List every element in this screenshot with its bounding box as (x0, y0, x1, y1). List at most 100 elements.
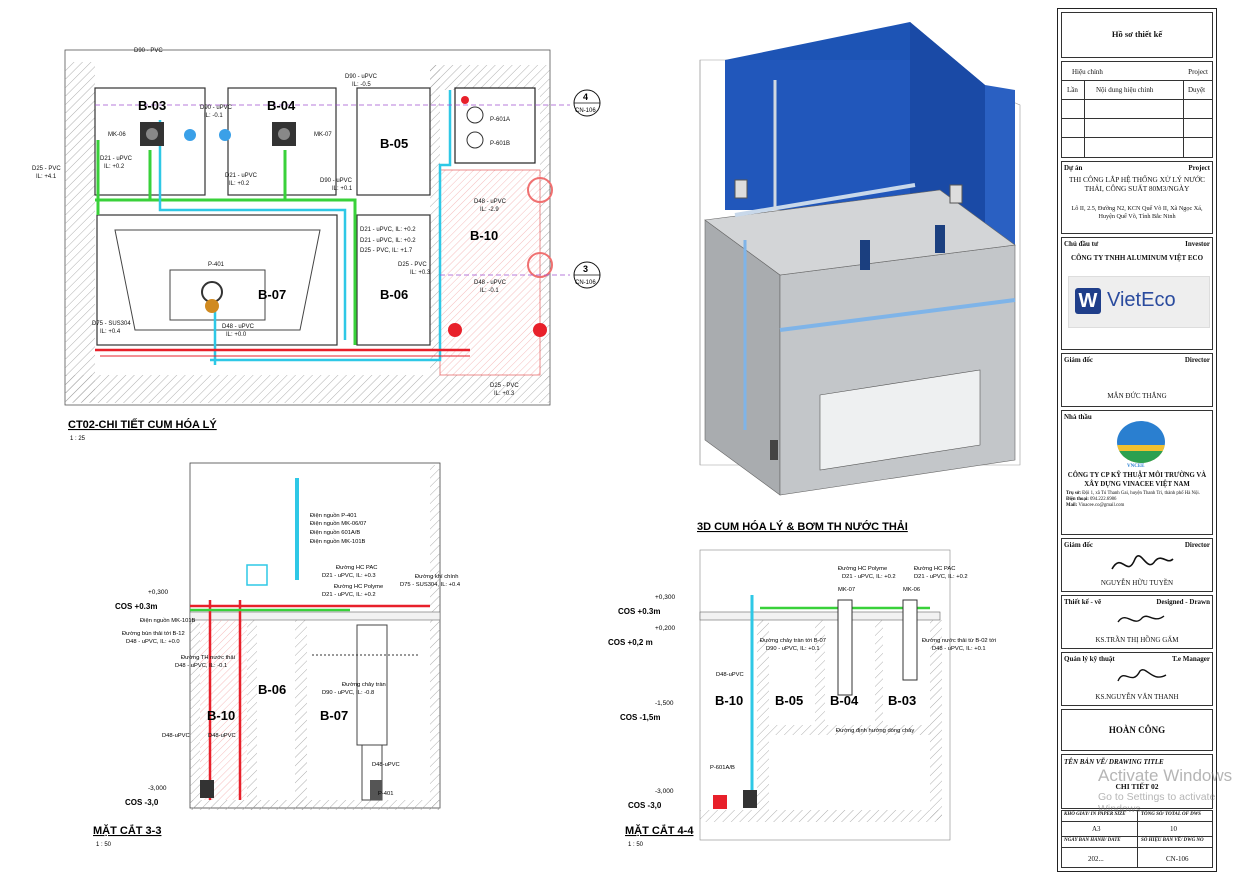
plan-pipe-label: D48 - uPVC (474, 280, 507, 286)
tb-project-name: THI CÔNG LẮP HỆ THỐNG XỬ LÝ NƯỚC THẢI, C… (1069, 175, 1205, 193)
tb-revision-label: Hiệu chỉnh (1072, 68, 1103, 76)
plan-pipe-label: P-601B (490, 141, 510, 147)
sec44-label: D21 - uPVC, IL: +0.2 (914, 574, 968, 580)
tb-date-label: NGÀY BAN HÀNH/ DATE (1064, 838, 1121, 843)
tb-rev-no: Lần (1067, 86, 1078, 94)
tb-owner-name: CÔNG TY TNHH ALUMINUM VIỆT ECO (1070, 254, 1204, 262)
sec44-tank: B-04 (830, 693, 859, 708)
sec33-title: MẶT CẮT 3-3 (93, 824, 161, 837)
tb-design: Thiết kế - vẽ Designed - Drawn KS.TRẦN T… (1061, 595, 1213, 649)
tb-contractor-mail-label: Mail: (1066, 503, 1078, 508)
sec33-label: D48-uPVC (372, 762, 400, 768)
plan-pipe-label: IL: -2.9 (480, 207, 499, 213)
tb-gd2-label: Giám đốc (1064, 541, 1093, 549)
tb-total: 10 (1170, 825, 1177, 833)
plan-pipe-label: IL: +0.2 (104, 164, 125, 170)
plan-pipe-label: D25 - PVC (398, 262, 427, 268)
tb-gd2-en: Director (1184, 541, 1210, 549)
tb-director-label: Giám đốc (1064, 356, 1093, 364)
tb-owner-label: Chủ đầu tư (1064, 240, 1099, 248)
tb-contractor-name: CÔNG TY CP KỸ THUẬT MÔI TRƯỜNG VÀ XÂY DỰ… (1067, 472, 1207, 488)
plan-pipe-label: D90 - uPVC (345, 74, 378, 80)
tb-owner-en: Investor (1185, 240, 1210, 248)
plan-tank-b05: B-05 (380, 136, 408, 151)
level-cos: COS +0,2 m (608, 638, 653, 647)
tb-rev-approve: Duyệt (1188, 86, 1206, 94)
sec44-label: D48 - uPVC, IL: +0.1 (932, 646, 986, 652)
level-value: -1,500 (655, 700, 674, 707)
plan-pipe-label: D21 - uPVC (225, 173, 258, 179)
sec44-tank: B-10 (715, 693, 743, 708)
sec33-label: D21 - uPVC, IL: +0.3 (322, 573, 376, 579)
plan-tank-b03: B-03 (138, 98, 166, 113)
plan-pipe-label: D25 - PVC (32, 166, 61, 172)
section-4-4 (699, 549, 951, 841)
sec33-tank: B-10 (207, 708, 235, 723)
sec33-scale: 1 : 50 (96, 842, 112, 848)
sec33-label: Điện nguồn 601A/B (310, 530, 360, 536)
sec33-label: Đường khí chính (415, 574, 458, 580)
plan-pipe-label: IL: +0.3 (410, 270, 431, 276)
plan-pipe-label: D90 - uPVC (320, 178, 353, 184)
tb-dwg-label: SỐ HIỆU BẢN VẼ/ DWG NO (1141, 838, 1204, 843)
tb-project-file: Hồ sơ thiết kế (1061, 12, 1213, 58)
tb-project-en: Project (1188, 68, 1208, 76)
sec33-label: Đường chảy tràn (342, 682, 386, 688)
tb-revision-table: Hiệu chỉnh Project Lần Nội dung hiệu chỉ… (1061, 61, 1213, 158)
sec33-label: Điện nguồn MK-101B (140, 618, 196, 624)
sec44-label: P-601A/B (710, 765, 735, 771)
section-mark-4[interactable]: 4 CN-106 (573, 89, 601, 117)
activate-windows-subtitle: Go to Settings to activate Windows. (1098, 791, 1216, 815)
plan-pipe-label: MK-07 (314, 132, 332, 138)
tb-status-text: HOÀN CÔNG (1108, 725, 1166, 735)
plan-title: CT02-CHI TIẾT CUM HÓA LÝ (68, 418, 217, 431)
tb-contractor-info: Trụ sở: Đội 1, xã Tú Thanh Gai, huyện Th… (1066, 491, 1208, 509)
signature-design (1117, 615, 1165, 623)
sec33-levels: +0,300 COS +0.3m -3,000 COS -3,0 (115, 589, 168, 807)
sec44-tank: B-03 (888, 693, 916, 708)
section-mark-num: 4 (583, 92, 588, 102)
sec33-label: D48 - uPVC, IL: -0.1 (175, 663, 227, 669)
tb-paper-label: KHỔ GIẤY/ IN PAPER SIZE (1064, 812, 1126, 817)
level-cos: COS +0.3m (618, 607, 660, 616)
level-value: +0,200 (655, 625, 675, 632)
tb-contractor-mail: Vinacee.co@gmail.com (1078, 503, 1125, 508)
section-mark-3[interactable]: 3 CN-106 (573, 261, 601, 289)
level-cos: COS -3,0 (125, 798, 159, 807)
plan-tank-b06: B-06 (380, 287, 408, 302)
sec44-label: Đường HC PAC (914, 566, 955, 572)
level-cos: COS +0.3m (115, 602, 157, 611)
tb-design-en: Designed - Drawn (1156, 598, 1210, 606)
plan-pipe-label: D48 - uPVC (474, 199, 507, 205)
sec33-label: D75 - SUS304, IL: +0.4 (400, 582, 461, 588)
sec33-label: Đường HC Polyme (334, 584, 383, 590)
plan-view (64, 49, 570, 406)
tb-director-en: Director (1184, 356, 1210, 364)
tb-contractor: Nhà thầu VNCEE CÔNG TY CP KỸ THUẬT MÔI T… (1061, 410, 1213, 535)
signature-gd2 (1111, 555, 1174, 570)
sec33-tank: B-06 (258, 682, 286, 697)
sec44-label: Đường định hướng dòng chảy (836, 728, 914, 734)
sec33-labels: Điện nguồn P-401 Điện nguồn MK-06/07 Điệ… (122, 513, 461, 797)
sec44-label: D48-uPVC (716, 672, 744, 678)
plan-tank-b10: B-10 (470, 228, 498, 243)
plan-tank-b07: B-07 (258, 287, 286, 302)
level-value: -3,000 (148, 785, 167, 792)
plan-pipe-label: D25 - PVC, IL: +1.7 (360, 248, 413, 254)
tb-project: Dự án Project THI CÔNG LẮP HỆ THỐNG XỬ L… (1061, 161, 1213, 234)
tb-drawing-title-value: CHI TIẾT 02 (1115, 782, 1159, 791)
level-value: +0,300 (148, 589, 168, 596)
vinacee-logo (1117, 421, 1165, 463)
sec44-label: D21 - uPVC, IL: +0.2 (842, 574, 896, 580)
tb-contractor-phone: 094.222.6986 (1090, 497, 1117, 502)
plan-pipe-label: IL: -0.1 (480, 288, 499, 294)
plan-pipe-label: IL: +0.3 (494, 391, 515, 397)
plan-pipe-labels: D90 - uPVC IL: -0.5 D90 - uPVC IL: -0.1 … (32, 48, 519, 397)
tb-date: 202... (1088, 855, 1104, 863)
tb-tech-label: Quản lý kỹ thuật (1064, 655, 1115, 663)
plan-pipe-label: IL: +0.1 (332, 186, 353, 192)
tb-tech-name: KS.NGUYỄN VĂN THANH (1095, 693, 1179, 701)
vieteco-logo: W VietEco (1068, 276, 1210, 328)
tb-du-an: Dự án (1064, 164, 1083, 172)
